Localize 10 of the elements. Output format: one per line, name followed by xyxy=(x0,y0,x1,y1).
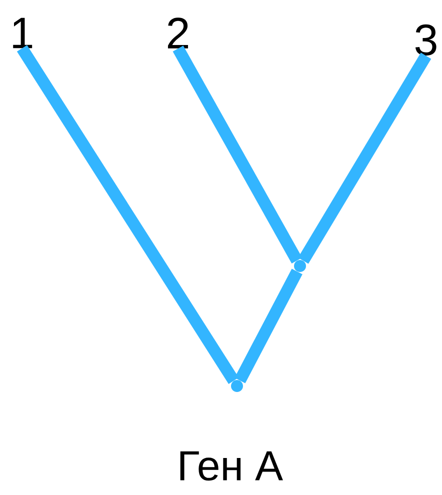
leaf-number: 2 xyxy=(168,18,188,48)
branch-line xyxy=(172,46,302,264)
gene-label: Ген А xyxy=(180,451,283,481)
leaf-number: 1 xyxy=(13,18,32,48)
branch-line xyxy=(16,45,239,384)
branch-point xyxy=(231,380,243,392)
leaf-number: 3 xyxy=(415,24,436,56)
branch-point xyxy=(294,260,306,272)
branch-line xyxy=(234,268,302,384)
branch-line xyxy=(298,52,432,264)
